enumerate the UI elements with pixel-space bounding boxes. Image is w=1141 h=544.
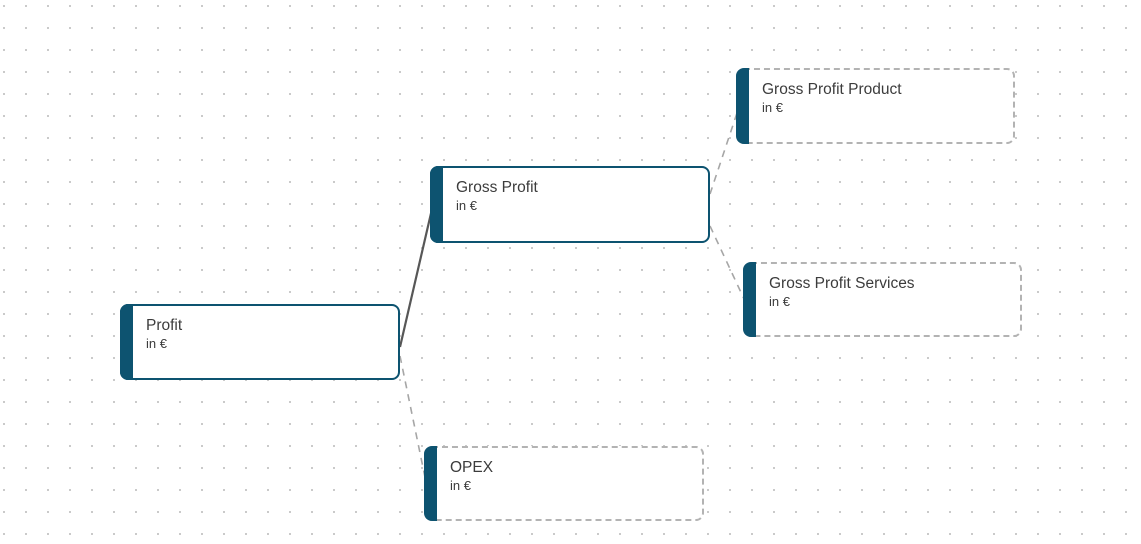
node-text: Gross Profit Product in € (762, 80, 1005, 116)
node-gross-profit-services[interactable]: Gross Profit Services in € (743, 262, 1022, 337)
node-title: OPEX (450, 459, 494, 476)
node-accent-bar (120, 304, 133, 380)
node-title: Gross Profit Services (769, 275, 915, 292)
node-text: Profit in € (146, 316, 390, 352)
node-text: OPEX in € (450, 458, 694, 494)
node-text: Gross Profit in € (456, 178, 700, 214)
node-title: Profit (146, 317, 183, 334)
node-subtitle: in € (450, 478, 471, 493)
node-opex[interactable]: OPEX in € (424, 446, 704, 521)
edge-profit-to-opex[interactable] (399, 355, 427, 483)
node-profit[interactable]: Profit in € (120, 304, 400, 380)
node-accent-bar (743, 262, 756, 337)
node-text: Gross Profit Services in € (769, 274, 1012, 310)
node-subtitle: in € (146, 336, 167, 351)
node-title: Gross Profit Product (762, 81, 902, 98)
edge-gross-profit-to-gross-profit-product[interactable] (709, 109, 739, 195)
node-title: Gross Profit (456, 179, 538, 196)
node-accent-bar (736, 68, 749, 144)
node-subtitle: in € (769, 294, 790, 309)
node-accent-bar (424, 446, 437, 521)
node-subtitle: in € (762, 100, 783, 115)
node-gross-profit[interactable]: Gross Profit in € (430, 166, 710, 243)
edge-profit-to-gross-profit[interactable] (398, 208, 434, 348)
node-gross-profit-product[interactable]: Gross Profit Product in € (736, 68, 1015, 144)
node-accent-bar (430, 166, 443, 243)
edge-gross-profit-to-gross-profit-services[interactable] (709, 225, 746, 302)
node-subtitle: in € (456, 198, 477, 213)
